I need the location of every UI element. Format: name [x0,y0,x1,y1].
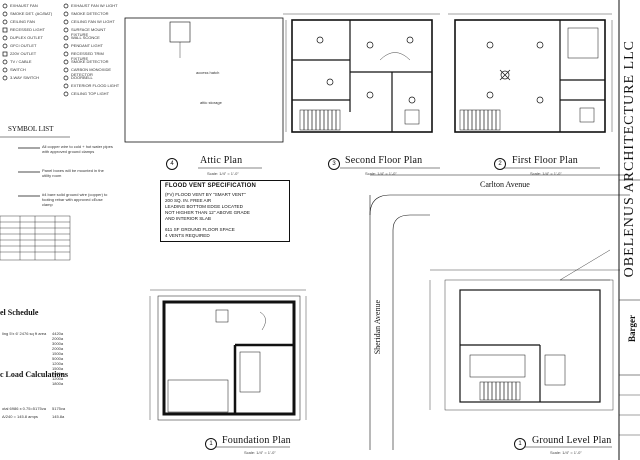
attic-plan-title: Attic Plan [200,155,243,166]
legend-item: EXTERIOR FLOOD LIGHT [71,83,120,88]
legend-item: SMOKE DETECTOR [71,11,109,16]
schedule-total-value: 5175va [52,406,66,411]
legend-item: CARBON MONOXIDE DETECTOR [71,67,112,77]
schedule-value: 3000a [52,341,64,346]
schedule-title: el Schedule [0,308,39,317]
flood-vent-title: FLOOD VENT SPECIFICATION [165,183,257,189]
schedule-value: 1800a [52,381,64,386]
second-floor-plan-title: Second Floor Plan [345,155,423,166]
legend-item: 220V OUTLET [10,51,37,56]
schedule-value: 2000a [52,346,64,351]
schedule-value: 2000a [52,371,64,376]
attic-plan-number: 4 [166,158,178,170]
foundation-plan-number: 1 [205,438,217,450]
legend-item: TV / CABLE [10,59,32,64]
attic-label-hatch: access hatch [196,70,220,75]
schedule-value: 5000a [52,356,64,361]
attic-label-storage: attic storage [200,100,222,105]
schedule-area: ling 5'x 6' 2476 sq ft area [2,331,47,336]
symbol-list-heading: SYMBOL LIST [8,125,54,133]
second-floor-walls [283,13,440,133]
legend-item: 3-WAY SWITCH [10,75,40,80]
legend-item: CEILING FAN W/ LIGHT [71,19,115,24]
flood-vent-line: NOT HIGHER THAN 12" ABOVE GRADE [165,210,250,215]
legend-item: RECESSED TRIM FIXTURE [71,51,104,61]
first-floor-plan-title: First Floor Plan [512,155,578,166]
schedule-total: otal 6986 x 0.75=5175va [2,406,46,411]
ground-level-plan-scale: Scale: 1/4" = 1'-0" [550,450,582,455]
legend-item: EXHAUST FAN [10,3,38,8]
note-ground-wire: #4 bare solid ground wire (copper) to fo… [42,192,108,207]
legend-item: DUPLEX OUTLET [10,35,43,40]
second-floor-plan-scale: Scale: 1/4" = 1'-0" [365,171,397,176]
load-calc-title: c Load Calculations [0,370,69,379]
schedule-values: 4420a 2000a 3000a 2000a 1500a 5000a 1200… [52,331,72,386]
legend-item: SMOKE DET. (AC/BAT) [10,11,53,16]
schedule-value: 2000a [52,336,64,341]
foundation-plan-title: Foundation Plan [222,435,291,446]
flood-vent-line: 200 SQ. IN. FREE AIR [165,198,212,203]
legend-item: RECESSED LIGHT [10,27,45,32]
street-carlton-avenue: Carlton Avenue [480,180,530,189]
flood-vent-line: LEADING BOTTOM EDGE LOCATED [165,204,243,209]
legend-item: GFCI OUTLET [10,43,37,48]
foundation-plan-scale: Scale: 1/4" = 1'-0" [244,450,276,455]
legend-item: CEILING FAN [10,19,35,24]
schedule-value: 1200a [52,361,64,366]
legend-item: SURFACE MOUNT FIXTURE [71,27,106,37]
legend-item: WALL SCONCE [71,35,100,40]
street-sheridan-avenue: Sheridan Avenue [373,300,382,355]
legend-right: EXHAUST FAN W/ LIGHT SMOKE DETECTOR CEIL… [71,3,121,99]
client-name: Barger [627,315,637,342]
flood-vent-spec: FLOOD VENT SPECIFICATION (FV) FLOOD VENT… [160,180,290,242]
schedule-value: 4420a [52,331,64,336]
schedule-value: 1500a [52,351,64,356]
flood-vent-line: 4 VENTS REQUIRED [165,233,210,238]
schedule-value: 1500a [52,366,64,371]
legend-left: EXHAUST FAN SMOKE DET. (AC/BAT) CEILING … [10,3,64,83]
legend-symbols [2,3,69,97]
legend-item: SWITCH [10,67,26,72]
second-floor-plan-number: 3 [328,158,340,170]
legend-item: EXHAUST FAN W/ LIGHT [71,3,118,8]
flood-vent-line: 611 SF GROUND FLOOR SPACE [165,227,235,232]
schedule-value: 1200a [52,376,64,381]
schedule-amps: A/240 = 145.8 amps [2,414,38,419]
foundation-walls [149,289,307,421]
note-water-pipes: All copper wire to cold + hot water pipe… [42,144,113,154]
legend-item: CEILING TOP LIGHT [71,91,110,96]
flood-vent-line: (FV) FLOOD VENT BY "SMART VENT" [165,192,246,197]
schedule-amps-value: 145.8a [52,414,65,419]
legend-item: DOORBELL [71,75,93,80]
first-floor-plan-number: 2 [494,158,506,170]
ground-level-plan-number: 1 [514,438,526,450]
first-floor-walls [448,13,613,133]
first-floor-plan-scale: Scale: 1/4" = 1'-0" [530,171,562,176]
firm-name: OBELENUS ARCHITECTURE LLC [622,40,637,278]
note-panel-boxes: Panel boxes will be mounted in the utili… [42,168,104,178]
flood-vent-body: (FV) FLOOD VENT BY "SMART VENT" 200 SQ. … [165,192,285,239]
legend-item: PENDANT LIGHT [71,43,103,48]
attic-plan-scale: Scale: 1/4" = 1'-0" [207,171,239,176]
flood-vent-line: AND INTERIOR SLAB [165,216,211,221]
ground-level-walls [429,249,620,411]
legend-item: SMOKE DETECTOR [71,59,109,64]
ground-level-plan-title: Ground Level Plan [532,435,612,446]
